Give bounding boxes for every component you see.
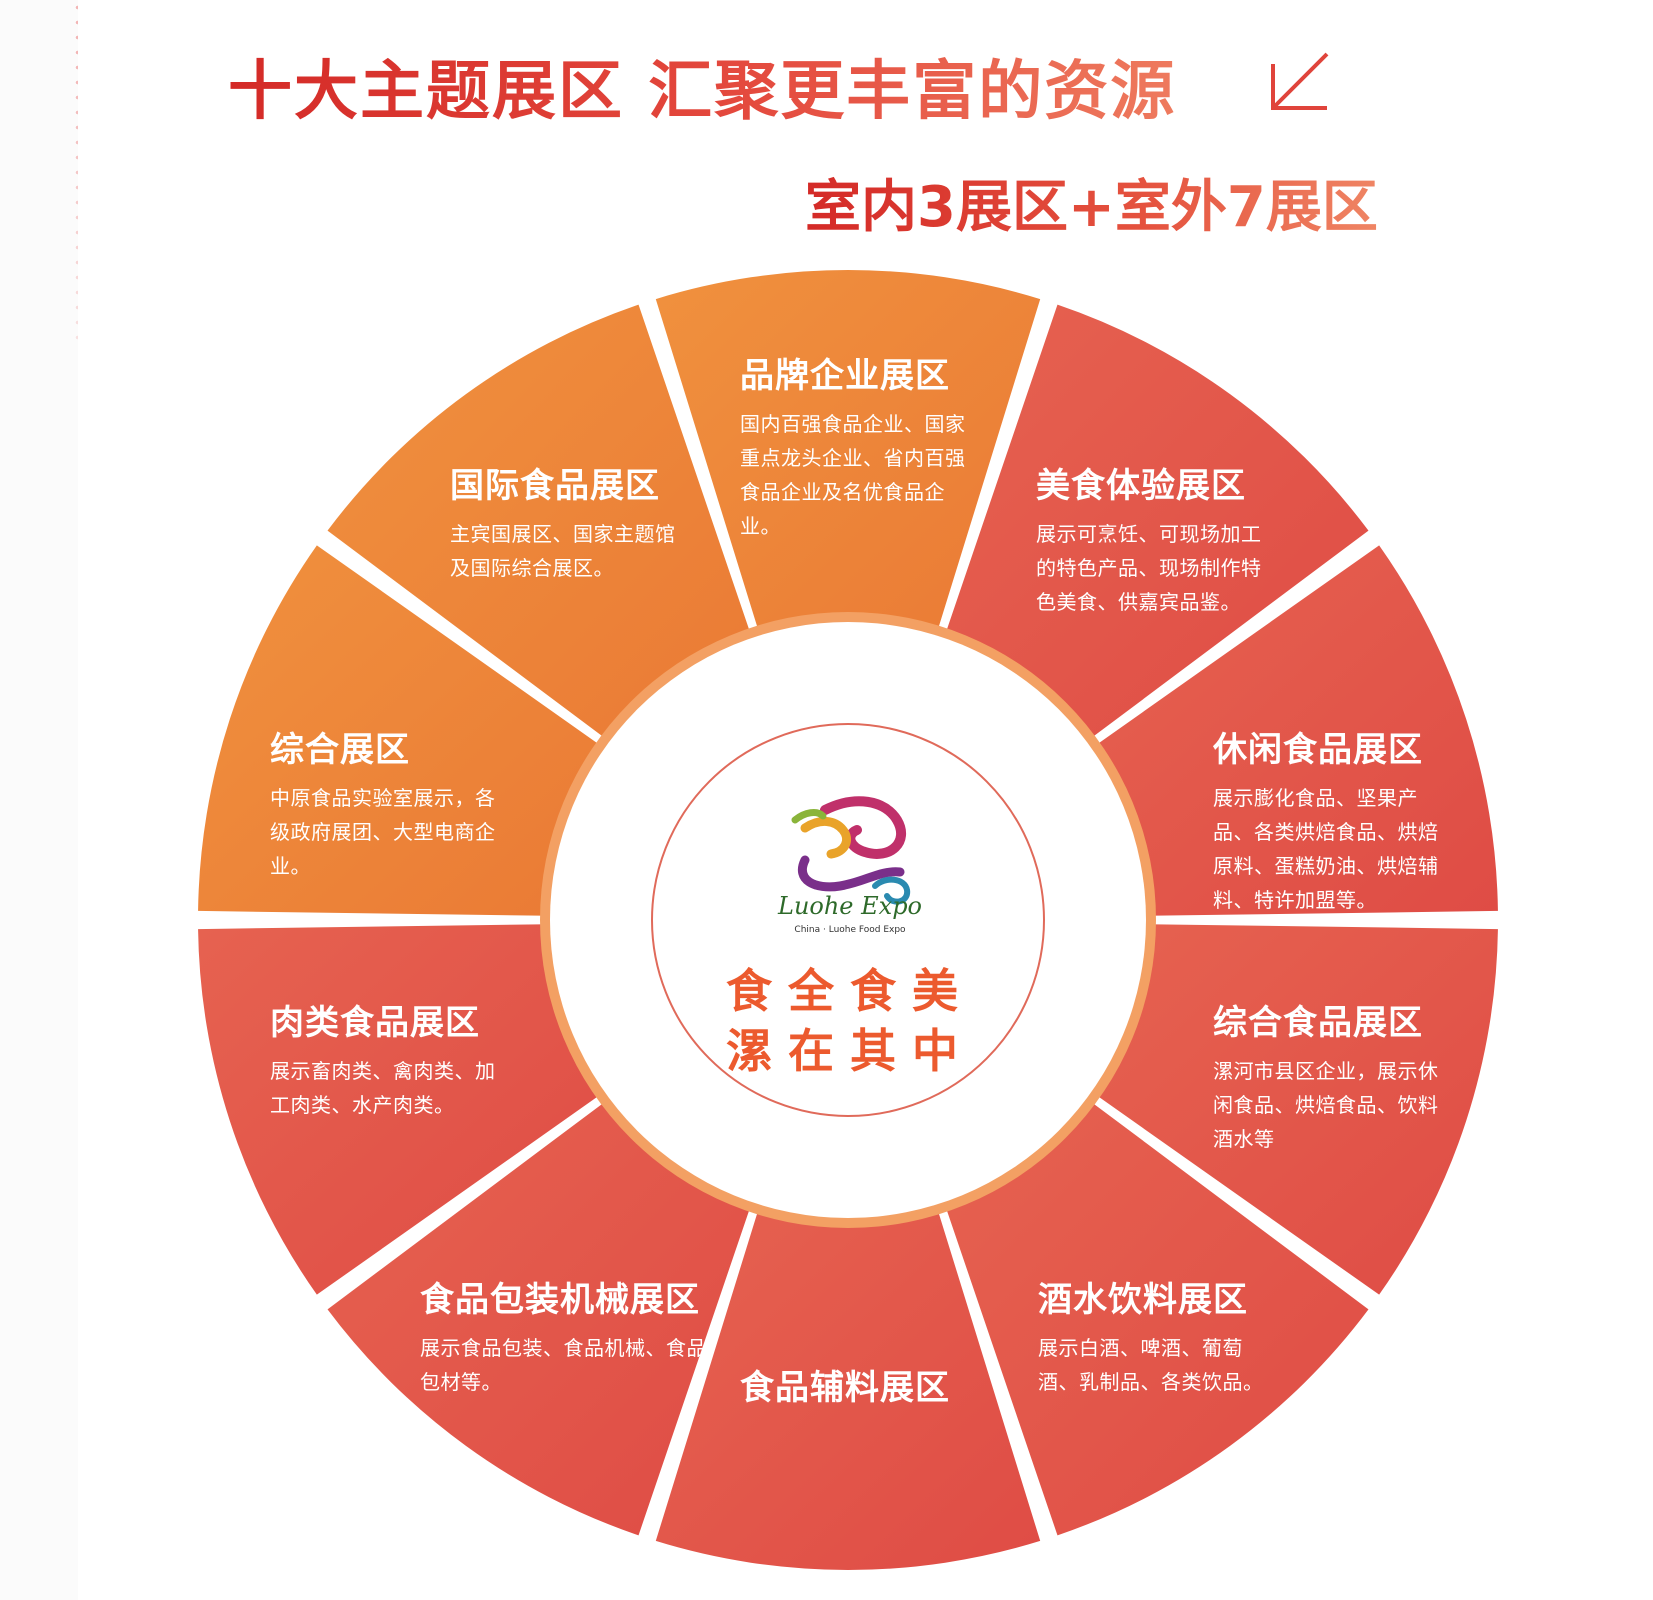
slogan-line-2: 漯在其中 [726, 1024, 974, 1078]
zone-segment [655, 1206, 1041, 1570]
zone-label: 综合食品展区漯河市县区企业，展示休闲食品、烘焙食品、饮料酒水等 [1213, 995, 1443, 1156]
logo-subtext: China · Luohe Food Expo [794, 925, 906, 935]
zone-title: 品牌企业展区 [740, 356, 950, 396]
zone-description: 展示可烹饪、可现场加工的特色产品、现场制作特色美食、供嘉宾品鉴。 [1036, 522, 1262, 614]
zone-label: 食品辅料展区 [740, 1360, 970, 1419]
zone-label: 品牌企业展区国内百强食品企业、国家重点龙头企业、省内百强食品企业及名优食品企业。 [740, 348, 970, 543]
zone-title: 综合食品展区 [1213, 1003, 1423, 1043]
zone-segment [327, 1099, 752, 1536]
center-hub [550, 622, 1146, 1218]
zone-description: 国内百强食品企业、国家重点龙头企业、省内百强食品企业及名优食品企业。 [740, 412, 966, 538]
zone-segment [327, 304, 752, 741]
zone-description: 展示畜肉类、禽肉类、加工肉类、水产肉类。 [270, 1059, 496, 1117]
zone-description: 主宾国展区、国家主题馆及国际综合展区。 [450, 522, 676, 580]
zone-label: 休闲食品展区展示膨化食品、坚果产品、各类烘焙食品、烘焙原料、蛋糕奶油、烘焙辅料、… [1213, 722, 1443, 917]
zone-segment [198, 545, 603, 916]
zone-segment [1093, 545, 1498, 916]
zone-segment [1093, 924, 1498, 1295]
center-inner-circle [651, 723, 1045, 1117]
zone-description: 中原食品实验室展示，各级政府展团、大型电商企业。 [270, 786, 496, 878]
zone-title: 休闲食品展区 [1213, 730, 1423, 770]
zone-label: 酒水饮料展区展示白酒、啤酒、葡萄酒、乳制品、各类饮品。 [1038, 1272, 1268, 1399]
zone-label: 肉类食品展区展示畜肉类、禽肉类、加工肉类、水产肉类。 [270, 995, 510, 1122]
zone-title: 肉类食品展区 [270, 1003, 480, 1043]
zone-segment [198, 924, 603, 1295]
logo-text: Luohe Expo [778, 892, 922, 920]
zone-segment [944, 1099, 1369, 1536]
page-title: 十大主题展区 汇聚更丰富的资源 [228, 40, 1176, 132]
arrow-down-left-icon [1271, 52, 1329, 110]
zone-label: 国际食品展区主宾国展区、国家主题馆及国际综合展区。 [450, 458, 690, 585]
zone-title: 食品包装机械展区 [420, 1280, 700, 1320]
zone-title: 国际食品展区 [450, 466, 660, 506]
page-subtitle: 室内3展区+室外7展区 [805, 162, 1378, 243]
zone-segment [655, 269, 1041, 634]
zone-label: 食品包装机械展区展示食品包装、食品机械、食品包材等。 [420, 1272, 720, 1399]
zone-title: 酒水饮料展区 [1038, 1280, 1248, 1320]
zone-title: 综合展区 [270, 730, 410, 770]
slogan-line-1: 食全食美 [726, 964, 974, 1018]
zone-title: 食品辅料展区 [740, 1368, 950, 1408]
zone-title: 美食体验展区 [1036, 466, 1246, 506]
zone-segment [944, 304, 1369, 741]
zone-label: 综合展区中原食品实验室展示，各级政府展团、大型电商企业。 [270, 722, 510, 883]
luohe-expo-logo-icon [791, 796, 911, 905]
zone-label: 美食体验展区展示可烹饪、可现场加工的特色产品、现场制作特色美食、供嘉宾品鉴。 [1036, 458, 1271, 619]
zone-description: 展示食品包装、食品机械、食品包材等。 [420, 1336, 707, 1394]
zone-description: 漯河市县区企业，展示休闲食品、烘焙食品、饮料酒水等 [1213, 1059, 1439, 1151]
zone-description: 展示白酒、啤酒、葡萄酒、乳制品、各类饮品。 [1038, 1336, 1264, 1394]
zone-description: 展示膨化食品、坚果产品、各类烘焙食品、烘焙原料、蛋糕奶油、烘焙辅料、特许加盟等。 [1213, 786, 1439, 912]
